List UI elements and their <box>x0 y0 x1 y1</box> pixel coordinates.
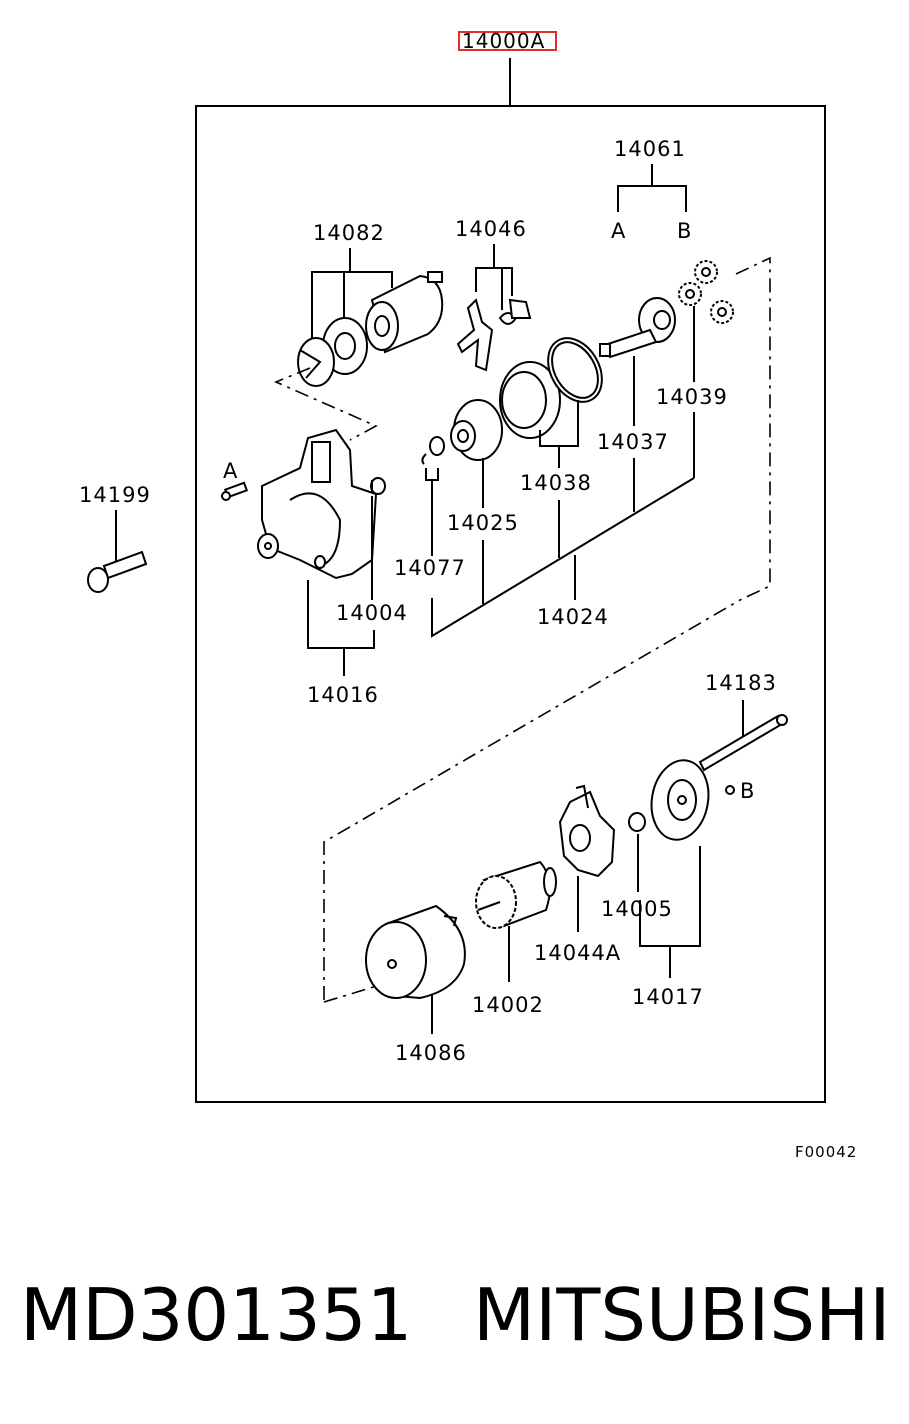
label-14038[interactable]: 14038 <box>520 471 592 495</box>
brand-name: MITSUBISHI <box>473 1273 891 1357</box>
label-14082[interactable]: 14082 <box>313 221 385 245</box>
label-14077[interactable]: 14077 <box>394 556 466 580</box>
label-14046[interactable]: 14046 <box>455 217 527 241</box>
internal-gear[interactable] <box>499 361 561 439</box>
pinion-shaft[interactable] <box>599 297 676 359</box>
front-housing[interactable] <box>257 428 378 580</box>
label-14024[interactable]: 14024 <box>537 605 609 629</box>
label-14016[interactable]: 14016 <box>307 683 379 707</box>
label-14061[interactable]: 14061 <box>614 137 686 161</box>
label-14002[interactable]: 14002 <box>472 993 544 1017</box>
label-14086[interactable]: 14086 <box>395 1041 467 1065</box>
mounting-bolt[interactable] <box>87 550 148 593</box>
label-14199[interactable]: 14199 <box>79 483 151 507</box>
part-number: MD301351 <box>20 1273 413 1357</box>
ref-b-cover: B <box>740 779 755 803</box>
solenoid[interactable] <box>365 271 444 354</box>
ref-a-14061: A <box>611 219 626 243</box>
label-14044A[interactable]: 14044A <box>534 941 621 965</box>
label-14037[interactable]: 14037 <box>597 430 669 454</box>
label-14004[interactable]: 14004 <box>336 601 408 625</box>
solenoid-plate[interactable] <box>297 337 335 387</box>
yoke[interactable] <box>365 904 466 1000</box>
assembly-highlight-box <box>458 31 557 51</box>
stop-ring[interactable] <box>421 436 445 465</box>
label-14017[interactable]: 14017 <box>632 985 704 1009</box>
label-14039[interactable]: 14039 <box>656 385 728 409</box>
assembly-number[interactable]: 14000A <box>462 29 545 53</box>
rear-cover[interactable] <box>645 756 714 845</box>
assembly-frame <box>195 105 826 1103</box>
label-14005[interactable]: 14005 <box>601 897 673 921</box>
planet-gears[interactable] <box>678 260 734 324</box>
rear-bushing[interactable] <box>628 812 646 832</box>
label-14025[interactable]: 14025 <box>447 511 519 535</box>
brush-holder[interactable] <box>558 784 616 878</box>
bushing[interactable] <box>370 477 386 495</box>
gear-housing[interactable] <box>537 329 613 412</box>
ref-b-14061: B <box>677 219 692 243</box>
figure-code: F00042 <box>795 1143 857 1161</box>
ref-a-screw: A <box>223 459 238 483</box>
armature[interactable] <box>475 860 557 929</box>
screw-a[interactable] <box>221 481 249 501</box>
shift-lever[interactable] <box>456 298 532 372</box>
label-14183[interactable]: 14183 <box>705 671 777 695</box>
footer: MD301351 MITSUBISHI <box>0 1270 909 1380</box>
overrunning-clutch[interactable] <box>450 399 503 461</box>
through-bolt[interactable] <box>698 714 788 772</box>
